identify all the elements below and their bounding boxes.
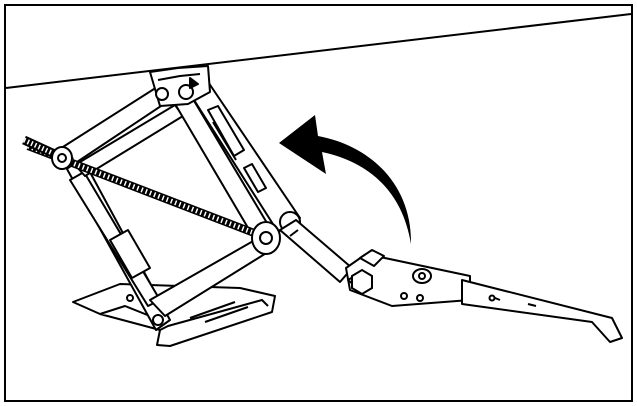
lower-scissor-arms	[61, 149, 269, 331]
jack-saddle	[149, 65, 211, 107]
hex-nut	[351, 268, 373, 296]
vehicle-underbody-line	[5, 13, 632, 89]
upper-scissor-arms	[54, 69, 301, 239]
pivot-joints	[51, 146, 301, 326]
figure-border	[4, 4, 633, 402]
jack-base	[72, 283, 276, 347]
rotation-arrow-icon	[279, 115, 412, 244]
